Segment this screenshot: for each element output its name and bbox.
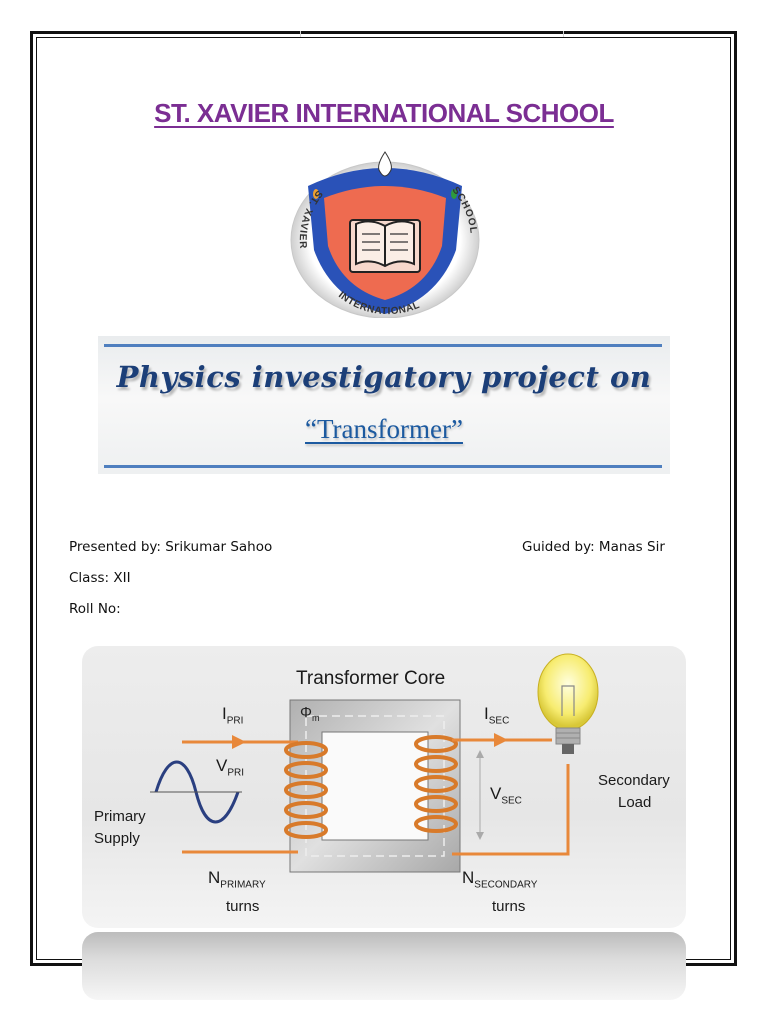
- school-title: ST. XAVIER INTERNATIONAL SCHOOL: [154, 98, 614, 128]
- i-pri-label: IPRI: [222, 704, 244, 727]
- presented-by: Presented by: Srikumar Sahoo: [69, 539, 273, 555]
- arrow-icon: [232, 735, 246, 749]
- arrow-icon: [494, 733, 508, 747]
- transformer-core: [289, 699, 461, 873]
- secondary-load-label-line1: Secondary: [598, 772, 670, 789]
- primary-supply-label-line2: Supply: [94, 830, 140, 847]
- secondary-coil: [414, 735, 458, 833]
- banner-rule-top: [104, 344, 662, 347]
- flux-label: Φm: [300, 704, 320, 723]
- light-bulb-icon: [537, 653, 599, 754]
- transformer-diagram: Transformer Core Φm IPRI VPRI ISEC VSEC …: [82, 646, 686, 928]
- guide-mark: [300, 31, 301, 37]
- n-secondary-label: NSECONDARY: [462, 868, 538, 891]
- guided-by: Guided by: Manas Sir: [522, 539, 665, 555]
- class-line: Class: XII: [69, 570, 131, 586]
- banner-rule-bottom: [104, 465, 662, 468]
- i-sec-label: ISEC: [484, 704, 510, 727]
- secondary-load-label-line2: Load: [618, 794, 652, 811]
- primary-supply-label-line1: Primary: [94, 808, 146, 825]
- core-label: Transformer Core: [296, 668, 446, 689]
- project-banner: Physics investigatory project on “Transf…: [98, 336, 670, 474]
- guide-mark: [563, 31, 564, 37]
- n-secondary-turns: turns: [492, 898, 526, 915]
- n-primary-label: NPRIMARY: [208, 868, 266, 891]
- v-sec-label: VSEC: [490, 784, 522, 807]
- transformer-drawing: [150, 653, 599, 873]
- banner-title: Physics investigatory project on: [116, 360, 652, 394]
- school-crest-logo: ST. XAVIER INTERNATIONAL SCHOOL: [290, 151, 480, 318]
- diagram-reflection: [82, 932, 686, 1000]
- banner-subtitle: “Transformer”: [305, 414, 463, 444]
- v-pri-label: VPRI: [216, 756, 245, 779]
- roll-no-line: Roll No:: [69, 601, 121, 617]
- n-primary-turns: turns: [226, 898, 260, 915]
- primary-coil: [284, 741, 328, 839]
